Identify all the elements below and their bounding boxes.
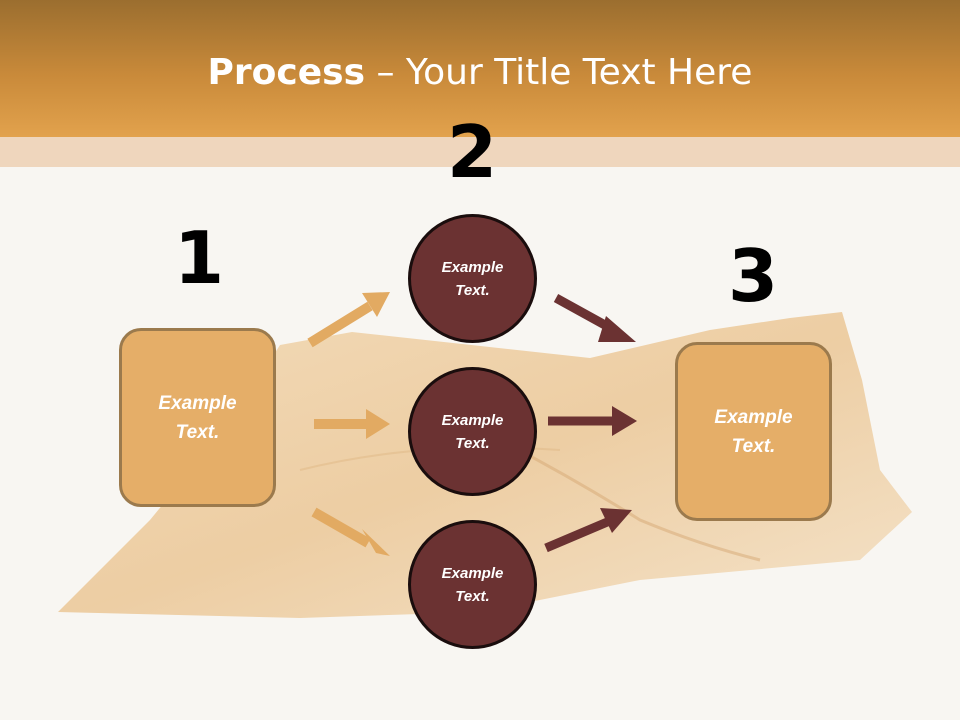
end-box: Example Text. (675, 342, 832, 521)
process-circle-middle: Example Text. (408, 367, 537, 496)
start-box: Example Text. (119, 328, 276, 507)
arrow-from-top-circle (553, 294, 636, 342)
circle-top-line2: Text. (455, 281, 490, 299)
circle-middle-line2: Text. (455, 434, 490, 452)
step-number-3: 3 (727, 234, 779, 318)
circle-middle-line1: Example (441, 411, 504, 429)
step-number-1: 1 (173, 216, 225, 300)
dark-arrows (544, 294, 637, 553)
title-rest-part: – Your Title Text Here (365, 52, 753, 93)
title-bold-part: Process (207, 52, 366, 93)
circle-top-line1: Example (441, 258, 504, 276)
header-band (0, 0, 960, 137)
process-circle-top: Example Text. (408, 214, 537, 343)
light-arrows (307, 292, 390, 556)
arrow-to-top-circle (307, 292, 390, 348)
end-box-line1: Example (714, 406, 793, 428)
start-box-line2: Text. (175, 421, 220, 443)
process-circle-bottom: Example Text. (408, 520, 537, 649)
step-number-2: 2 (446, 110, 498, 194)
start-box-line1: Example (158, 392, 237, 414)
slide-title: Process – Your Title Text Here (0, 52, 960, 93)
end-box-line2: Text. (731, 435, 776, 457)
arrow-to-middle-circle (314, 409, 390, 439)
arrow-from-middle-circle (548, 406, 637, 436)
circle-bottom-line1: Example (441, 564, 504, 582)
header-accent-strip (0, 137, 960, 167)
arrow-from-bottom-circle (544, 508, 632, 553)
arrow-to-bottom-circle (311, 507, 390, 556)
circle-bottom-line2: Text. (455, 587, 490, 605)
